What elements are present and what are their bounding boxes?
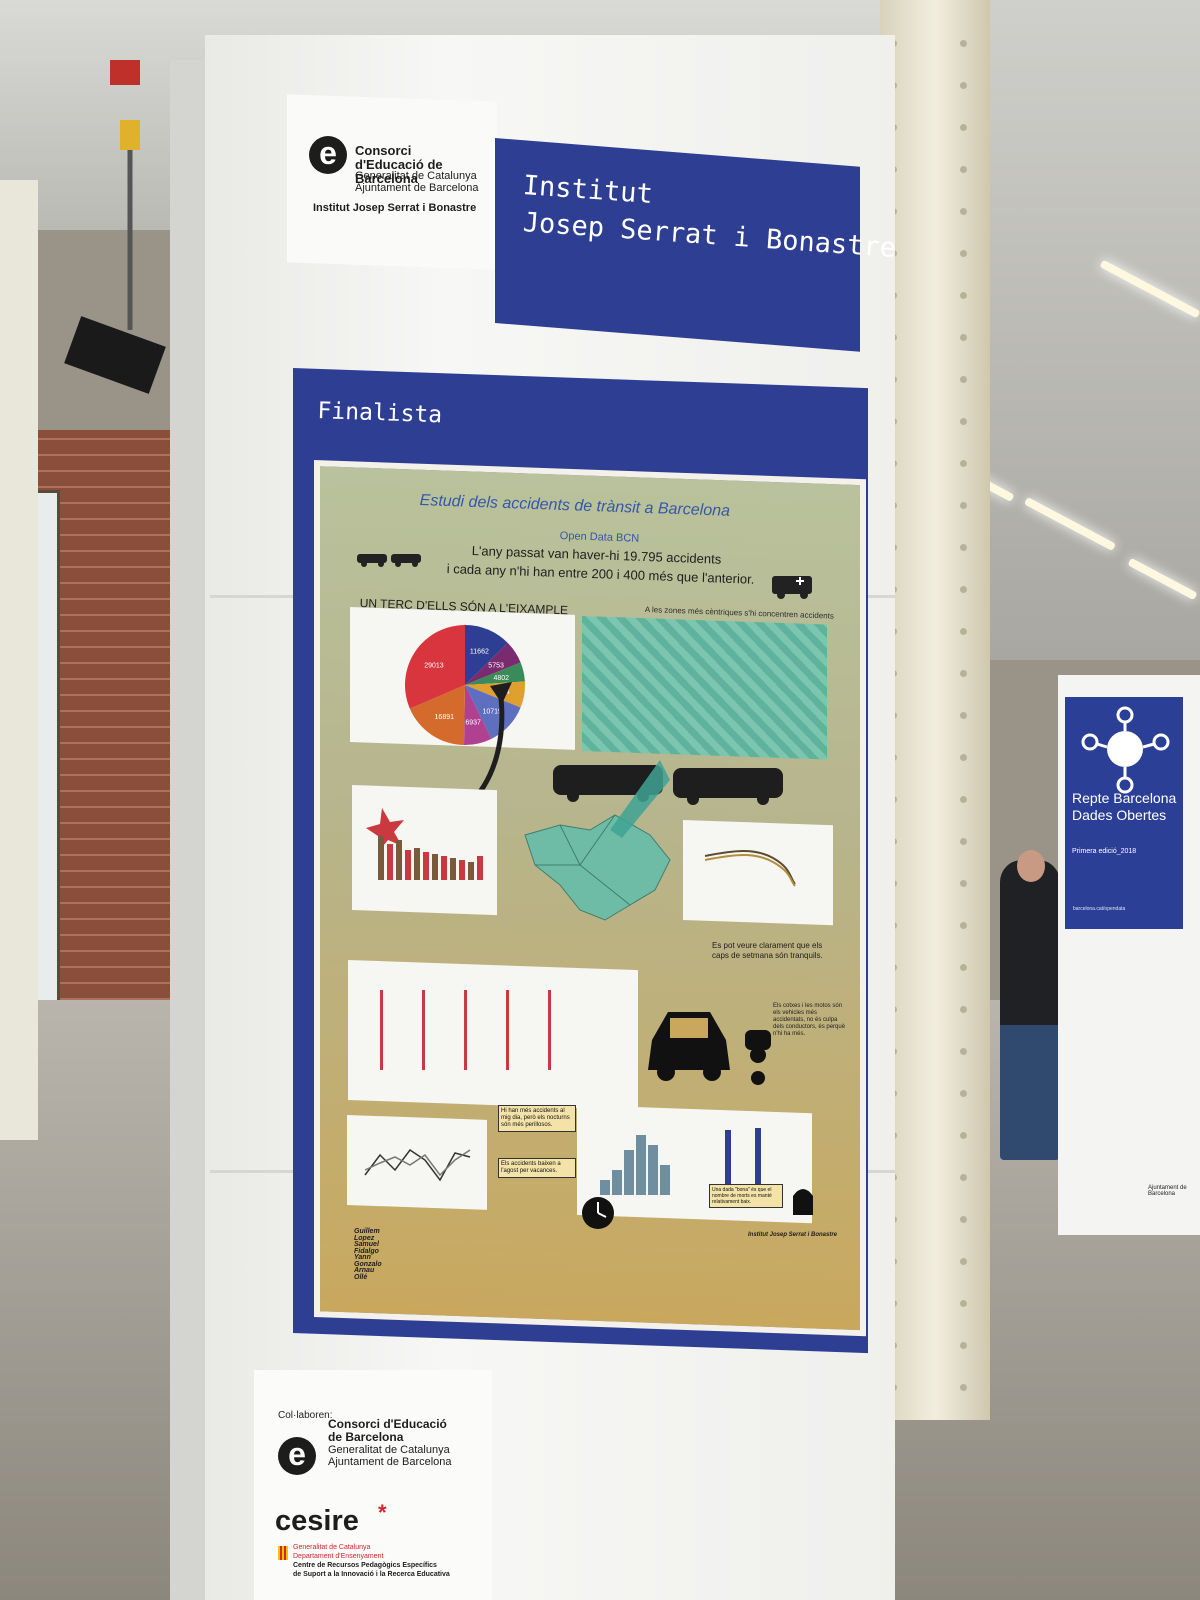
bar [396, 840, 402, 880]
pie-slice [465, 685, 521, 739]
stand-logo: Ajuntament de Barcelona [1148, 1185, 1187, 1197]
pie-slice [464, 685, 492, 745]
bar [450, 858, 456, 880]
pie-slice-label: 29013 [424, 663, 444, 670]
stand-panel [1065, 697, 1183, 929]
spotlight-icon [64, 60, 166, 394]
bar [387, 844, 393, 880]
pie-slice [465, 625, 508, 685]
poster-author: Arnau Ollé [354, 1267, 375, 1281]
vehicle-spike [464, 990, 467, 1070]
poster-note-midday: Hi han més accidents al mig dia, però el… [498, 1105, 576, 1132]
steel-beam-right [880, 0, 990, 1420]
bar [459, 860, 465, 880]
poster-weekend-text: Es pot veure clarament que els caps de s… [712, 941, 823, 960]
bar [468, 862, 474, 880]
data-network-icon [1081, 706, 1170, 794]
collab-centre-line2: de Suport a la Innovació i la Recerca Ed… [293, 1571, 450, 1578]
bar [414, 848, 420, 880]
poster-school: Institut Josep Serrat i Bonastre [748, 1232, 838, 1238]
vehicle-bar-chart [380, 990, 551, 1070]
district-bar-chart [366, 808, 483, 880]
accident-density-map [582, 616, 827, 760]
header-org-name: Consorci d'Educació de Barcelona [355, 143, 443, 186]
pillar-side [170, 60, 210, 1600]
collab-org-name: Consorci d'Educació de Barcelona [328, 1417, 447, 1444]
hourly-histogram [600, 1128, 761, 1195]
cesire-logo: cesire [275, 1505, 359, 1537]
finalist-label: Finalista [317, 398, 443, 429]
stand-title: Repte Barcelona Dades Obertes [1072, 790, 1177, 823]
pie-slice [409, 685, 465, 745]
pie-slice-label: 11662 [470, 649, 489, 656]
header-org-city: Ajuntament de Barcelona [355, 182, 479, 194]
vehicle-spike [422, 990, 425, 1070]
bar [378, 836, 384, 880]
monthly-line-chart [364, 1148, 471, 1182]
pie-slice [405, 625, 465, 709]
poster-vehicle-text: Els cotxes i les motos són els vehicles … [773, 1003, 846, 1037]
poster-author: Yann Gonzalo [354, 1254, 382, 1268]
poster-note-august: Els accidents baixen a l'agost per vacan… [498, 1158, 576, 1178]
clock-icon [580, 1195, 616, 1236]
vehicle-spike [506, 990, 509, 1070]
bar [441, 856, 447, 880]
senyera-icon [278, 1546, 288, 1560]
pie-slice [465, 642, 521, 685]
vehicle-spike [548, 990, 551, 1070]
collab-dept: Departament d'Ensenyament [293, 1553, 384, 1560]
collab-org-city: Ajuntament de Barcelona [328, 1456, 452, 1468]
stand-subtitle: Primera edició_2018 [1072, 848, 1137, 855]
poster-note-deaths: Una dada "bona" és que el nombre de mort… [709, 1184, 783, 1208]
collab-org-gov: Generalitat de Catalunya [328, 1444, 450, 1456]
bar [477, 856, 483, 880]
vehicle-spike [380, 990, 383, 1070]
car-icon [640, 1000, 790, 1095]
visitor-head [1017, 850, 1045, 882]
visitor [1000, 860, 1060, 1160]
pie-slice [465, 662, 525, 685]
bar [405, 850, 411, 880]
steel-beam-left [0, 180, 38, 1140]
pie-slice [465, 681, 525, 708]
poster-author: Samuel Fidalgo [354, 1241, 379, 1255]
collaborators-panel [254, 1370, 492, 1600]
pie-slice-label: 4802 [494, 675, 510, 682]
pie-slice-label: 6937 [465, 719, 481, 726]
cesire-star-icon: * [378, 1500, 387, 1525]
brick-wall [35, 430, 185, 1030]
consorci-logo-icon: e [309, 136, 347, 174]
collab-centre-line1: Centre de Recursos Pedagògics Específics [293, 1562, 437, 1569]
consorci-logo-icon: e [278, 1437, 316, 1475]
stage-lights [60, 30, 190, 410]
gravestone-icon [790, 1182, 816, 1221]
pie-slice-label: 10719 [482, 708, 502, 715]
district-pie-chart: 116625753480265041071969371689129013 [400, 620, 530, 755]
map-pointer [610, 760, 670, 838]
collab-gen: Generalitat de Catalunya [293, 1544, 371, 1551]
pie-slice-label: 16891 [435, 714, 455, 721]
ambulance-icon [770, 570, 816, 605]
background-hall [990, 0, 1200, 660]
bar [432, 854, 438, 880]
header-org-school: Institut Josep Serrat i Bonastre [313, 202, 477, 214]
car-crash-icon [355, 548, 425, 573]
collaborators-label: Col·laboren: [278, 1410, 333, 1421]
pie-slice-label: 5753 [488, 663, 504, 670]
weekday-line-chart [704, 850, 796, 887]
district-map [524, 814, 671, 921]
bar [423, 852, 429, 880]
poster-author: Guillem Lopez [354, 1228, 380, 1242]
stand-url: barcelona.cat/opendata [1073, 906, 1126, 912]
header-org-gov: Generalitat de Catalunya [355, 170, 477, 182]
